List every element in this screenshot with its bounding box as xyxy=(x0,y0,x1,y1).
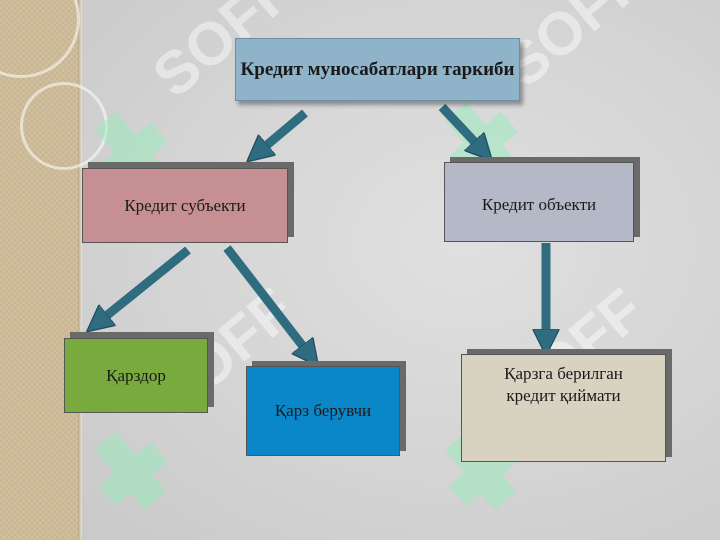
lender-box: Қарз берувчи xyxy=(246,366,400,456)
lender-label: Қарз берувчи xyxy=(274,401,372,420)
watermark-logo xyxy=(94,431,168,510)
diagram-title: Кредит муносабатлари таркиби xyxy=(240,58,515,80)
credit-object-box: Кредит объекти xyxy=(444,162,634,242)
credit-subject-label: Кредит субъекти xyxy=(124,195,246,215)
arrow-subject-to-borrower xyxy=(95,246,191,325)
title-box: Кредит муносабатлари таркиби xyxy=(235,38,520,101)
strip-divider xyxy=(78,0,82,540)
arrow-title-to-object xyxy=(438,103,485,153)
credit-value-box: Қарзга берилган кредит қиймати xyxy=(461,354,666,462)
credit-value-label: Қарзга берилган кредит қиймати xyxy=(504,364,623,406)
credit-subject-box: Кредит субъекти xyxy=(82,168,288,243)
credit-object-label: Кредит объекти xyxy=(481,195,597,214)
borrower-box: Қарздор xyxy=(64,338,208,413)
decorative-ring-middle xyxy=(20,82,108,170)
arrow-subject-to-lender xyxy=(223,245,312,358)
borrower-label: Қарздор xyxy=(106,365,166,385)
arrow-title-to-subject xyxy=(255,109,308,155)
